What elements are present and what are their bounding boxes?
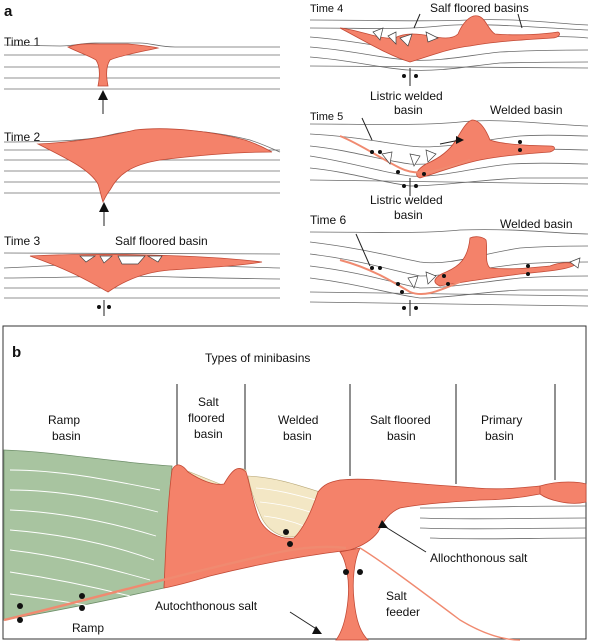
allochthonous-arrow — [383, 525, 427, 553]
time5-anno-listric-1: Listric welded — [370, 89, 443, 103]
time4-label: Time 4 — [310, 3, 343, 15]
time3-label: Time 3 — [4, 234, 41, 248]
col-primary-line2: basin — [485, 429, 514, 443]
col-salt-floored2-line2: basin — [387, 429, 416, 443]
time6-anno-welded: Welded basin — [500, 217, 573, 231]
label-allochthonous: Allochthonous salt — [430, 551, 528, 565]
label-feeder-1: Salt — [386, 589, 407, 603]
time5-label: Time 5 — [310, 111, 343, 123]
ramp-basin-fill — [3, 449, 173, 621]
col-salt-floored-line1: Salt — [198, 395, 219, 409]
panel-a-label: a — [4, 3, 13, 20]
time6-section: Listric welded basin Welded basin Time 6 — [309, 193, 589, 316]
upflow-arrowhead-t1 — [98, 90, 108, 100]
panel-b-title: Types of minibasins — [205, 351, 310, 365]
autochthonous-salt-line — [3, 545, 347, 622]
salt-body-t5 — [416, 119, 555, 179]
col-primary-line1: Primary — [481, 413, 522, 427]
panel-b-label: b — [12, 344, 21, 361]
time1-label: Time 1 — [4, 35, 41, 49]
time4-section: Time 4 Salf floored basins — [309, 1, 589, 86]
time2-section: Time 2 — [3, 128, 281, 226]
col-welded-line2: basin — [283, 429, 312, 443]
time5-anno-welded: Welded basin — [490, 103, 563, 117]
col-ramp-line2: basin — [52, 429, 81, 443]
salt-body-t6 — [434, 236, 577, 287]
time6-label: Time 6 — [310, 213, 347, 227]
label-autochthonous: Autochthonous salt — [155, 599, 258, 613]
time2-label: Time 2 — [4, 130, 41, 144]
col-ramp-line1: Ramp — [48, 413, 80, 427]
time6-anno-listric-2: basin — [394, 208, 423, 222]
salt-feeder — [335, 547, 369, 641]
col-salt-floored-line3: basin — [194, 427, 223, 441]
panel-b-frame — [2, 325, 587, 640]
label-feeder-2: feeder — [386, 605, 420, 619]
autochthonous-arrow — [289, 611, 319, 631]
salt-body-t3 — [29, 253, 263, 293]
salt-body-t2 — [36, 128, 273, 204]
time6-anno-listric-1: Listric welded — [370, 193, 443, 207]
time5-anno-listric-2: basin — [394, 103, 423, 117]
salt-body-t4 — [339, 15, 560, 63]
time5-section: Listric welded basin Welded basin Time 5 — [309, 89, 589, 196]
label-ramp: Ramp — [72, 621, 104, 635]
col-salt-floored-line2: floored — [188, 411, 225, 425]
right-salt-body — [539, 481, 587, 504]
time3-section: Time 3 Salf floored basin — [3, 234, 281, 316]
time4-annotation: Salf floored basins — [430, 1, 529, 15]
time1-section: Time 1 — [3, 35, 280, 114]
salt-body-t1 — [67, 43, 160, 87]
time3-annotation: Salf floored basin — [115, 234, 208, 248]
ramp-strata — [9, 469, 161, 607]
col-salt-floored2-line1: Salt floored — [370, 413, 431, 427]
upflow-arrowhead-t2 — [99, 202, 109, 212]
col-welded-line1: Welded — [278, 413, 318, 427]
